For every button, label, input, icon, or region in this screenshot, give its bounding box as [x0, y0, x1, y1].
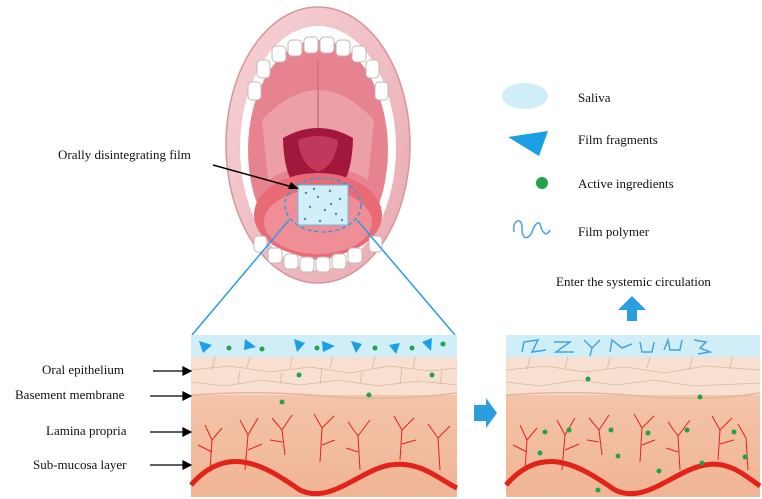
legend-polymer-label: Film polymer	[578, 224, 649, 240]
saliva-ellipse-icon	[502, 83, 548, 109]
tissue-panel-after	[506, 335, 760, 497]
enter-circulation-label: Enter the systemic circulation	[556, 274, 711, 290]
layer-label-epithelium: Oral epithelium	[42, 362, 124, 378]
process-arrow-up	[618, 296, 646, 321]
mouth-illustration	[226, 7, 410, 283]
legend-fragments-label: Film fragments	[578, 132, 658, 148]
epithelium-layer	[191, 357, 457, 395]
layer-pointer-arrows	[150, 367, 191, 469]
process-arrow-right	[474, 398, 497, 428]
legend-saliva-label: Saliva	[578, 90, 611, 106]
tissue-panel-before	[191, 335, 457, 497]
film-label: Orally disintegrating film	[58, 147, 191, 163]
zoom-line-right	[357, 220, 455, 335]
film-polymer-squiggle-icon	[514, 221, 550, 238]
film-fragment-icon	[508, 131, 548, 156]
layer-label-submucosa: Sub-mucosa layer	[33, 457, 127, 473]
layer-label-lamina: Lamina propria	[46, 423, 127, 439]
orally-disintegrating-film	[298, 185, 348, 225]
layer-label-basement: Basement membrane	[15, 387, 124, 403]
active-ingredient-dot-icon	[536, 177, 548, 189]
legend-ingredients-label: Active ingredients	[578, 176, 674, 192]
zoom-line-left	[192, 220, 289, 335]
